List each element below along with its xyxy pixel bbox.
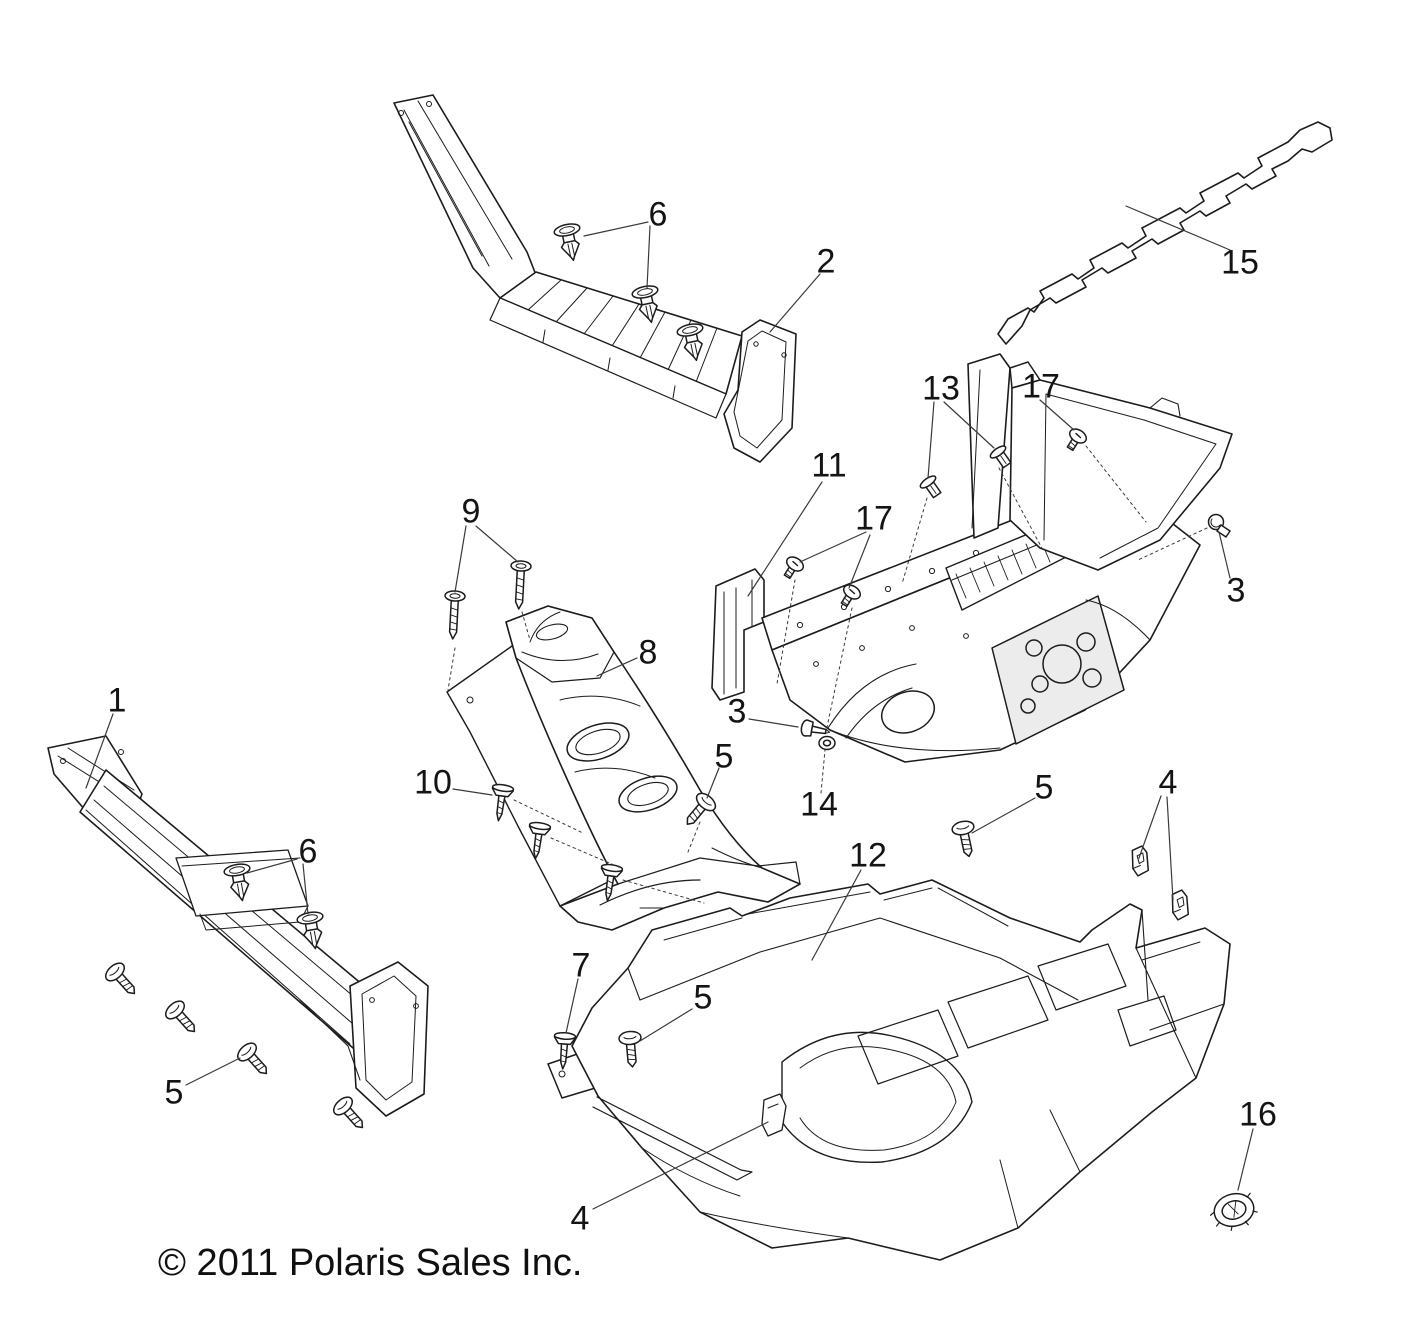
fastener-5-screw-left-1: [101, 959, 144, 1002]
fastener-14-washer: [818, 735, 836, 751]
callout-6-top: 6: [648, 195, 668, 234]
callout-6-left: 6: [298, 832, 318, 871]
fastener-5-screw-left-3: [233, 1039, 276, 1082]
callout-17-upper: 17: [1022, 367, 1060, 406]
callout-11: 11: [811, 446, 847, 485]
fastener-5-screw-right: [950, 818, 981, 860]
callout-16: 16: [1239, 1095, 1277, 1134]
callout-14: 14: [800, 785, 838, 824]
callout-10: 10: [414, 763, 452, 802]
callout-13: 13: [922, 369, 960, 408]
part-2-support-bracket-drawing: [393, 94, 797, 463]
callout-17-left: 17: [855, 499, 893, 538]
callout-7: 7: [571, 946, 591, 985]
fastener-4-clip-1: [1129, 844, 1151, 878]
copyright-text: © 2011 Polaris Sales Inc.: [158, 1242, 583, 1284]
fastener-5-screw-left-4: [329, 1093, 372, 1136]
fastener-3-bolt-middle: [800, 719, 831, 737]
part-12-floor-pan-drawing: [571, 879, 1231, 1261]
fastener-3-bolt-right: [1207, 513, 1231, 538]
fastener-5-screw-left-2: [161, 997, 204, 1040]
fastener-9-screw-1: [442, 589, 466, 641]
part-8-center-console-drawing: [446, 605, 801, 931]
callout-5-middle: 5: [693, 978, 713, 1017]
callout-9: 9: [461, 492, 481, 531]
callout-15: 15: [1221, 243, 1259, 282]
callout-3-middle: 3: [727, 692, 747, 731]
callout-5-right: 5: [1034, 768, 1054, 807]
leader-lines: [85, 205, 1254, 1210]
part-15-seal-strip-drawing: [997, 121, 1333, 345]
callout-1: 1: [107, 681, 127, 720]
callout-5-console: 5: [714, 737, 734, 776]
fastener-17-screw-2: [778, 553, 807, 583]
callout-2: 2: [816, 242, 836, 281]
fastener-9-screw-2: [508, 559, 532, 611]
callout-8: 8: [638, 633, 658, 672]
callout-5-bottomleft: 5: [164, 1073, 184, 1112]
fasteners: [101, 221, 1261, 1236]
fastener-13-clip-1: [917, 473, 946, 502]
callout-12: 12: [849, 836, 887, 875]
callout-4-bottom: 4: [570, 1199, 590, 1238]
part-11-dash-lower-panel-drawing: [711, 353, 1233, 763]
callout-4-right: 4: [1158, 763, 1178, 802]
fastener-6-rivet-1: [552, 221, 587, 264]
part-16-cap: [1205, 1188, 1261, 1236]
callout-3-right: 3: [1226, 571, 1246, 610]
